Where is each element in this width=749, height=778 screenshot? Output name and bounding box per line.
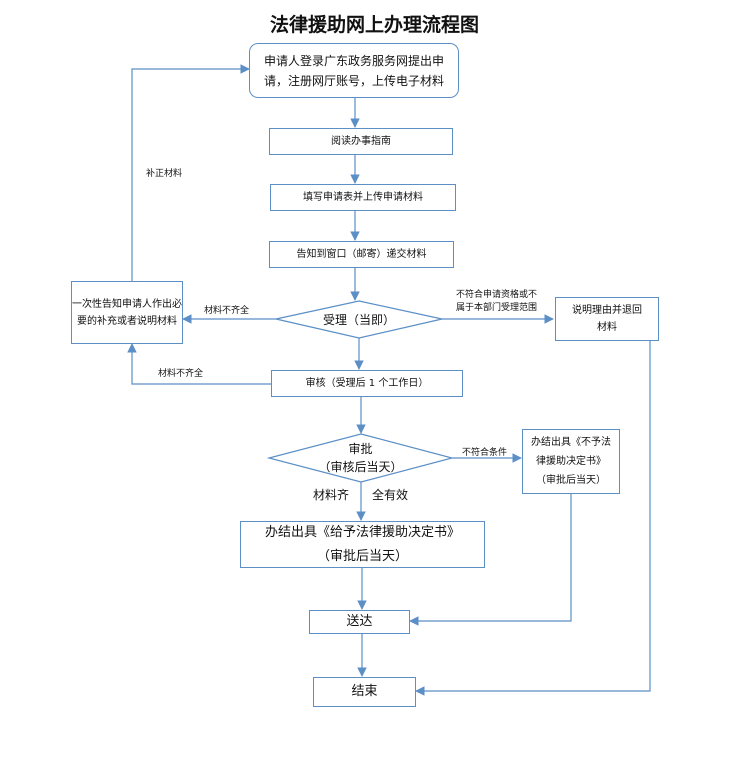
node-refuse-decision-line3: （审批后当天）: [536, 475, 606, 486]
node-approve-line1: 审批: [348, 442, 373, 456]
node-explain-return-line2: 材料: [597, 322, 617, 333]
node-review-label: 审核（受理后 1 个工作日）: [305, 378, 429, 389]
node-deliver: 送达: [309, 610, 410, 634]
arrow-refuse-to-deliver: [409, 494, 572, 626]
node-grant-decision-line2: （审批后当天）: [316, 548, 408, 564]
node-refuse-decision-line1: 办结出具《不予法: [531, 437, 611, 448]
node-read-guide-label: 阅读办事指南: [331, 136, 391, 147]
node-apply-line1: 申请人登录广东政务服务网提出申: [263, 53, 444, 68]
node-approve: 审批 （审核后当天）: [269, 436, 452, 480]
label-not-qualified: 不符合申请资格或不 属于本部门受理范围: [456, 289, 537, 315]
node-explain-return: 说明理由并退回 材料: [555, 297, 659, 341]
node-one-time-notice-line2: 要的补充或者说明材料: [77, 315, 177, 327]
node-one-time-notice-line1: 一次性告知申请人作出必: [72, 298, 182, 310]
page-title: 法律援助网上办理流程图: [269, 14, 479, 36]
node-explain-return-line1: 说明理由并退回: [572, 305, 642, 316]
node-grant-decision-line1: 办结出具《给予法律援助决定书》: [264, 524, 460, 540]
label-all-valid: 全有效: [372, 488, 409, 502]
node-notify-window-label: 告知到窗口（邮寄）递交材料: [296, 249, 427, 260]
label-supplement: 补正材料: [146, 169, 183, 179]
node-end: 结束: [313, 677, 416, 707]
label-not-qualified-line2: 属于本部门受理范围: [456, 303, 538, 313]
label-materials-incomplete-review: 材料不齐全: [158, 369, 204, 379]
node-fill-form: 填写申请表并上传申请材料: [270, 184, 456, 211]
node-deliver-label: 送达: [346, 614, 373, 629]
node-read-guide: 阅读办事指南: [269, 128, 453, 155]
approve-diamond-shape: [266, 433, 455, 483]
node-end-label: 结束: [351, 684, 378, 699]
label-not-qualified-line1: 不符合申请资格或不: [456, 290, 538, 300]
node-grant-decision: 办结出具《给予法律援助决定书》 （审批后当天）: [240, 521, 485, 568]
node-refuse-decision-line2: 律援助决定书》: [536, 456, 606, 467]
node-accept-label: 受理（当即）: [322, 312, 395, 327]
node-apply: 申请人登录广东政务服务网提出申 请，注册网厅账号，上传电子材料: [249, 43, 459, 98]
node-one-time-notice: 一次性告知申请人作出必 要的补充或者说明材料: [71, 281, 183, 344]
node-approve-line2: （审核后当天）: [318, 460, 403, 474]
node-review: 审核（受理后 1 个工作日）: [271, 370, 463, 397]
label-materials-complete: 材料齐: [313, 488, 350, 502]
node-accept: 受理（当即）: [276, 301, 442, 338]
node-apply-line2: 请，注册网厅账号，上传电子材料: [263, 73, 444, 88]
node-refuse-decision: 办结出具《不予法 律援助决定书》 （审批后当天）: [522, 429, 620, 494]
arrow-explain-to-end: [415, 341, 651, 696]
label-not-conditions: 不符合条件: [462, 448, 508, 458]
accept-diamond-shape: [275, 300, 443, 339]
node-fill-form-label: 填写申请表并上传申请材料: [303, 192, 423, 203]
label-materials-incomplete-accept: 材料不齐全: [204, 306, 250, 316]
node-notify-window: 告知到窗口（邮寄）递交材料: [269, 241, 454, 268]
arrow-supplement-loop: [131, 64, 250, 281]
arrow-review-to-notice: [127, 343, 271, 385]
